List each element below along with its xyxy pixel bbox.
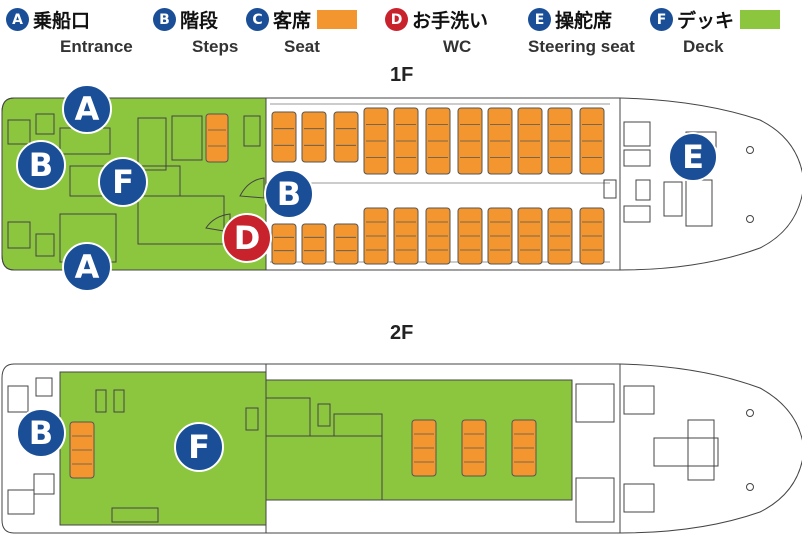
floor-label-1f: 1F	[390, 64, 414, 86]
legend-wc: D お手洗い WC	[385, 6, 488, 56]
legend-entrance-jp: 乗船口	[33, 10, 91, 32]
marker-wc-d: D	[222, 213, 272, 263]
legend-steps: B 階段 Steps	[153, 6, 238, 56]
legend-wc-jp: お手洗い	[412, 10, 489, 32]
legend-deck: F デッキ Deck	[650, 6, 781, 56]
deck-area-2f	[59, 371, 573, 526]
marker-steps-b-left: B	[16, 140, 66, 190]
legend-seat: C 客席 Seat	[246, 6, 358, 56]
legend-entrance-en: Entrance	[60, 37, 133, 56]
legend-entrance: A 乗船口 Entrance	[6, 6, 133, 56]
legend-badge-e: E	[528, 8, 551, 31]
legend-steering: E 操舵席 Steering seat	[528, 6, 635, 56]
legend-badge-d: D	[385, 8, 408, 31]
hull-1f	[1, 97, 802, 271]
marker-entrance-a-bottom: A	[62, 242, 112, 292]
marker-steps-b-center: B	[264, 169, 314, 219]
legend-steps-en: Steps	[192, 37, 239, 56]
seat-block	[301, 223, 327, 265]
legend-steering-en: Steering seat	[528, 37, 635, 56]
legend-badge-b: B	[153, 8, 176, 31]
legend-wc-en: WC	[443, 37, 472, 56]
seat-block	[333, 223, 359, 265]
legend-seat-en: Seat	[284, 37, 320, 56]
seat-block	[301, 111, 327, 163]
seats-1f	[205, 107, 605, 265]
seat-block	[333, 111, 359, 163]
legend-deck-en: Deck	[683, 37, 724, 56]
seat-swatch	[317, 10, 358, 29]
seat-block	[271, 223, 297, 265]
marker-steering-e: E	[668, 132, 718, 182]
legend-steering-jp: 操舵席	[555, 10, 613, 32]
marker-steps-b-2f: B	[16, 408, 66, 458]
seat-block	[271, 111, 297, 163]
legend-seat-jp: 客席	[273, 10, 312, 32]
marker-deck-f-2f: F	[174, 422, 224, 472]
legend-badge-a: A	[6, 8, 29, 31]
marker-deck-f: F	[98, 157, 148, 207]
floor-label-2f: 2F	[390, 322, 414, 344]
hull-2f	[1, 363, 802, 534]
plan-2f	[1, 363, 802, 534]
legend-deck-jp: デッキ	[677, 10, 735, 32]
legend-badge-f: F	[650, 8, 673, 31]
seats-2f	[69, 419, 537, 479]
marker-entrance-a-top: A	[62, 84, 112, 134]
legend: A 乗船口 Entrance B 階段 Steps C 客席 Seat D お手…	[0, 0, 802, 60]
seat-block	[205, 113, 229, 163]
legend-badge-c: C	[246, 8, 269, 31]
legend-steps-jp: 階段	[180, 10, 219, 32]
deck-swatch	[740, 10, 781, 29]
